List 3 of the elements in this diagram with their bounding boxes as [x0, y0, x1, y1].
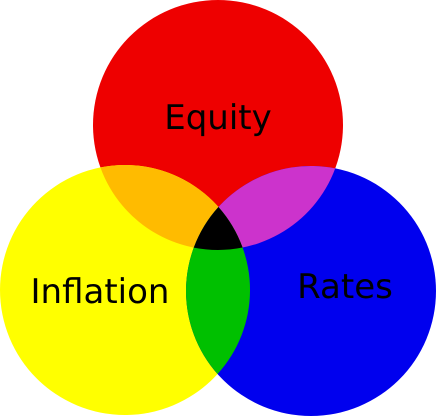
circle-label: Rates [297, 267, 393, 307]
circle-label: Equity [164, 98, 272, 138]
circle-label: Inflation [30, 272, 170, 312]
